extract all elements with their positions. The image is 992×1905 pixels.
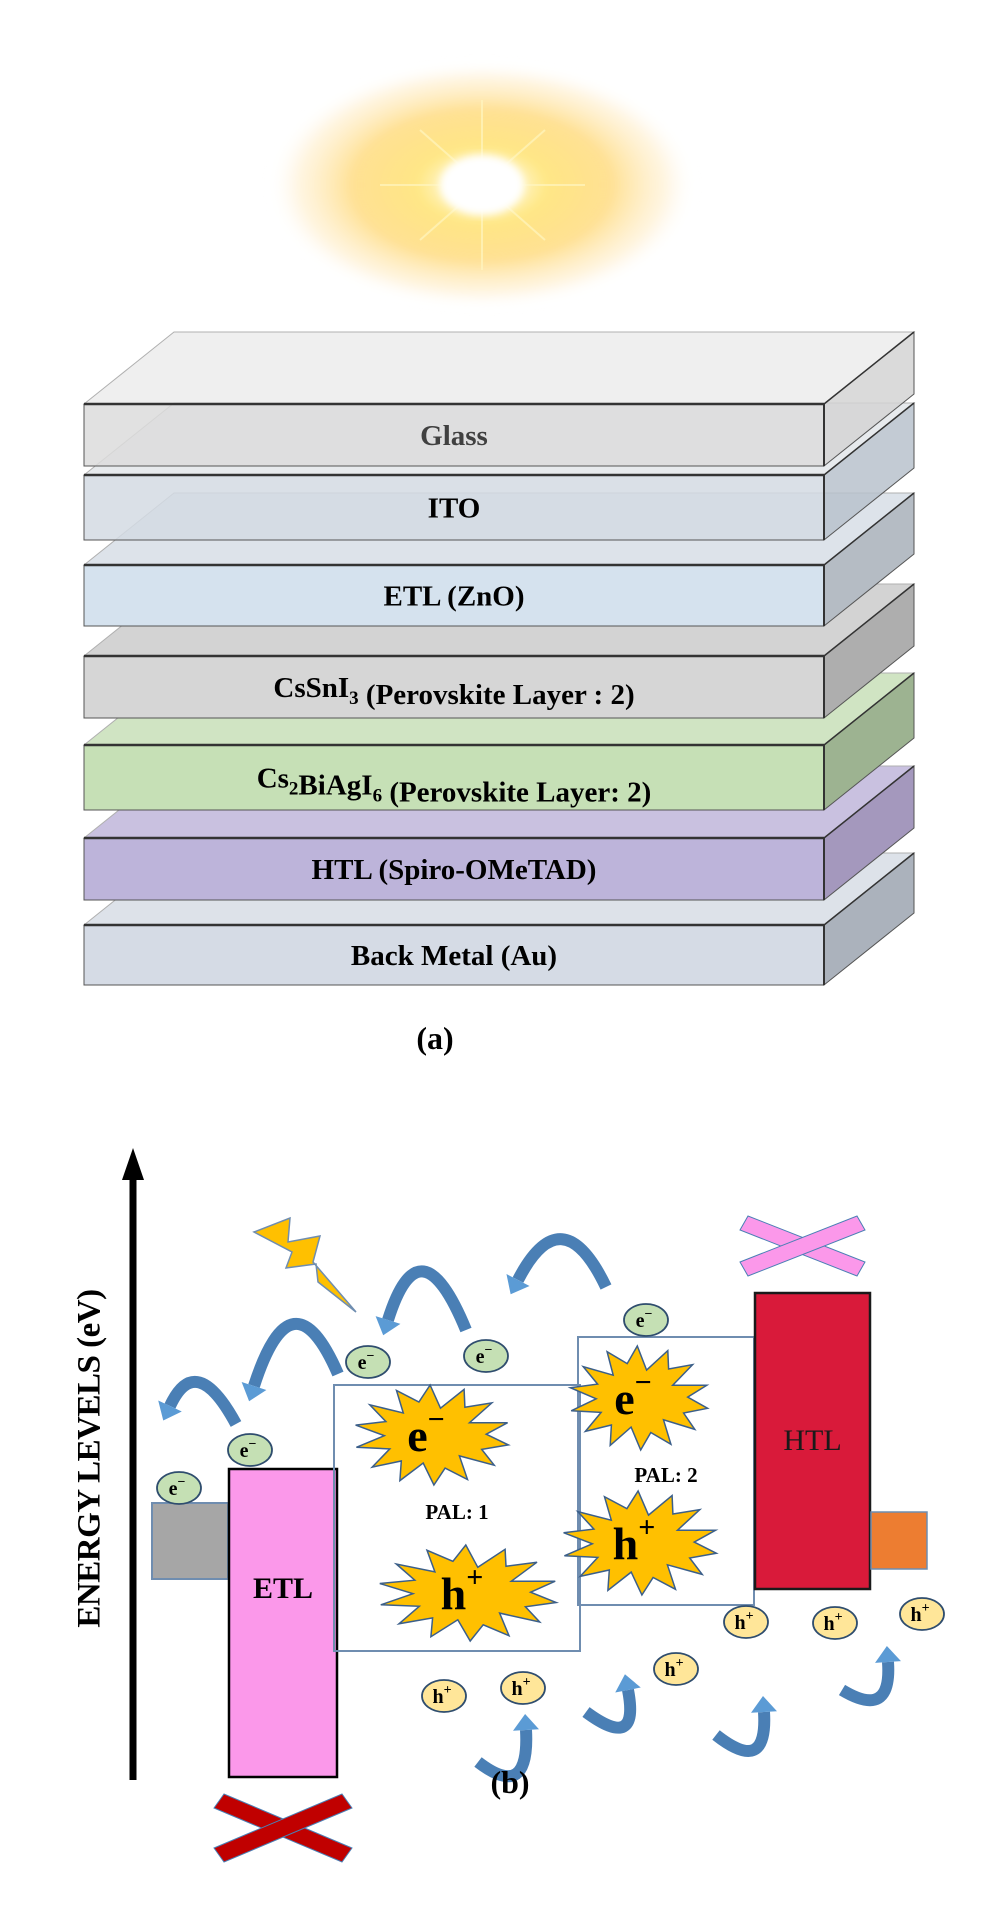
- burst-label: h+: [441, 1561, 484, 1619]
- layer-label: ITO: [428, 493, 481, 525]
- starburst-icon: [567, 1344, 710, 1452]
- curved-arrow-icon: [158, 1375, 242, 1427]
- electron-particle: e−: [623, 1303, 669, 1337]
- pal1-label: PAL: 1: [425, 1500, 489, 1524]
- curved-arrow-icon: [506, 1233, 612, 1295]
- svg-text:e−: e−: [169, 1475, 186, 1500]
- hole-particle: h+: [812, 1606, 858, 1640]
- layer-front-face: [83, 564, 825, 627]
- etl-block-label: ETL: [252, 1572, 314, 1605]
- burst-label: e−: [614, 1366, 652, 1424]
- htl-block-label: HTL: [783, 1424, 842, 1457]
- hole-particle: h+: [653, 1652, 699, 1686]
- pal2-label: PAL: 2: [634, 1463, 698, 1487]
- curved-arrow-icon: [582, 1674, 641, 1734]
- layer-back_metal: Back Metal (Au): [82, 851, 916, 987]
- panel-a-caption: (a): [416, 1020, 454, 1056]
- curved-arrow-icon: [474, 1714, 539, 1783]
- curved-arrow-icon: [838, 1646, 901, 1707]
- layer-label: Glass: [420, 420, 488, 452]
- svg-text:h+: h+: [823, 1610, 842, 1635]
- electron-particle: e−: [345, 1345, 391, 1379]
- svg-text:e−: e−: [636, 1307, 653, 1332]
- svg-text:h+: h+: [511, 1675, 530, 1700]
- burst-label: e−: [407, 1403, 445, 1461]
- svg-text:e−: e−: [240, 1437, 257, 1462]
- left-contact-block: [151, 1502, 229, 1580]
- layer-stack: Back Metal (Au) HTL (Spiro-OMeTAD) Cs2BiAg…: [82, 330, 916, 987]
- burst-label: h+: [613, 1511, 656, 1569]
- burst-pal2-electron: e−: [567, 1344, 710, 1452]
- electron-particle: e−: [227, 1433, 273, 1467]
- curved-arrow-icon: [712, 1696, 777, 1757]
- blocked-x-icon-etl: [213, 1793, 353, 1863]
- burst-pal2-hole: h+: [563, 1489, 719, 1597]
- curved-arrow-icon: [375, 1265, 472, 1336]
- layer-stack-diagram: Back Metal (Au) HTL (Spiro-OMeTAD) Cs2BiAg…: [82, 60, 916, 987]
- burst-pal1-hole: h+: [379, 1543, 560, 1643]
- y-axis-label: ENERGY LEVELS (eV): [71, 1289, 108, 1628]
- hole-particle: h+: [500, 1671, 546, 1705]
- electron-particle: e−: [463, 1339, 509, 1373]
- blocked-x-icon-htl: [739, 1215, 866, 1277]
- layer-glass: Glass: [82, 330, 916, 468]
- layer-front-face: [83, 655, 825, 719]
- sun-icon: [267, 60, 697, 310]
- layer-label: Back Metal (Au): [351, 940, 557, 972]
- starburst-icon: [379, 1543, 560, 1643]
- hole-particle: h+: [421, 1679, 467, 1713]
- svg-text:h+: h+: [664, 1656, 683, 1681]
- svg-text:h+: h+: [432, 1683, 451, 1708]
- panel-b-caption: (b): [490, 1764, 530, 1800]
- burst-pal1-electron: e−: [355, 1383, 511, 1487]
- lightning-icon: [252, 1216, 357, 1313]
- svg-text:h+: h+: [910, 1601, 929, 1626]
- layer-label: CsSnI3 (Perovskite Layer : 2): [273, 672, 634, 711]
- hole-particle: h+: [723, 1605, 769, 1639]
- energy-axis-arrow-icon: [122, 1148, 144, 1780]
- curved-arrow-icon: [241, 1318, 344, 1402]
- starburst-icon: [355, 1383, 511, 1487]
- layer-label: HTL (Spiro-OMeTAD): [312, 854, 597, 886]
- svg-text:h+: h+: [734, 1609, 753, 1634]
- layer-front-face: [83, 744, 825, 811]
- starburst-icon: [563, 1489, 719, 1597]
- layer-label: ETL (ZnO): [383, 581, 524, 613]
- pal1-box: [333, 1384, 581, 1652]
- layer-front-face: [83, 403, 825, 467]
- etl-block: [227, 1467, 339, 1779]
- svg-text:e−: e−: [358, 1349, 375, 1374]
- electron-particle: e−: [156, 1471, 202, 1505]
- hole-particle: h+: [899, 1597, 945, 1631]
- right-contact-block: [870, 1511, 928, 1570]
- svg-text:e−: e−: [476, 1343, 493, 1368]
- htl-block: [753, 1291, 872, 1591]
- layer-front-face: [83, 924, 825, 986]
- layer-label: Cs2BiAgI6 (Perovskite Layer: 2): [257, 763, 652, 809]
